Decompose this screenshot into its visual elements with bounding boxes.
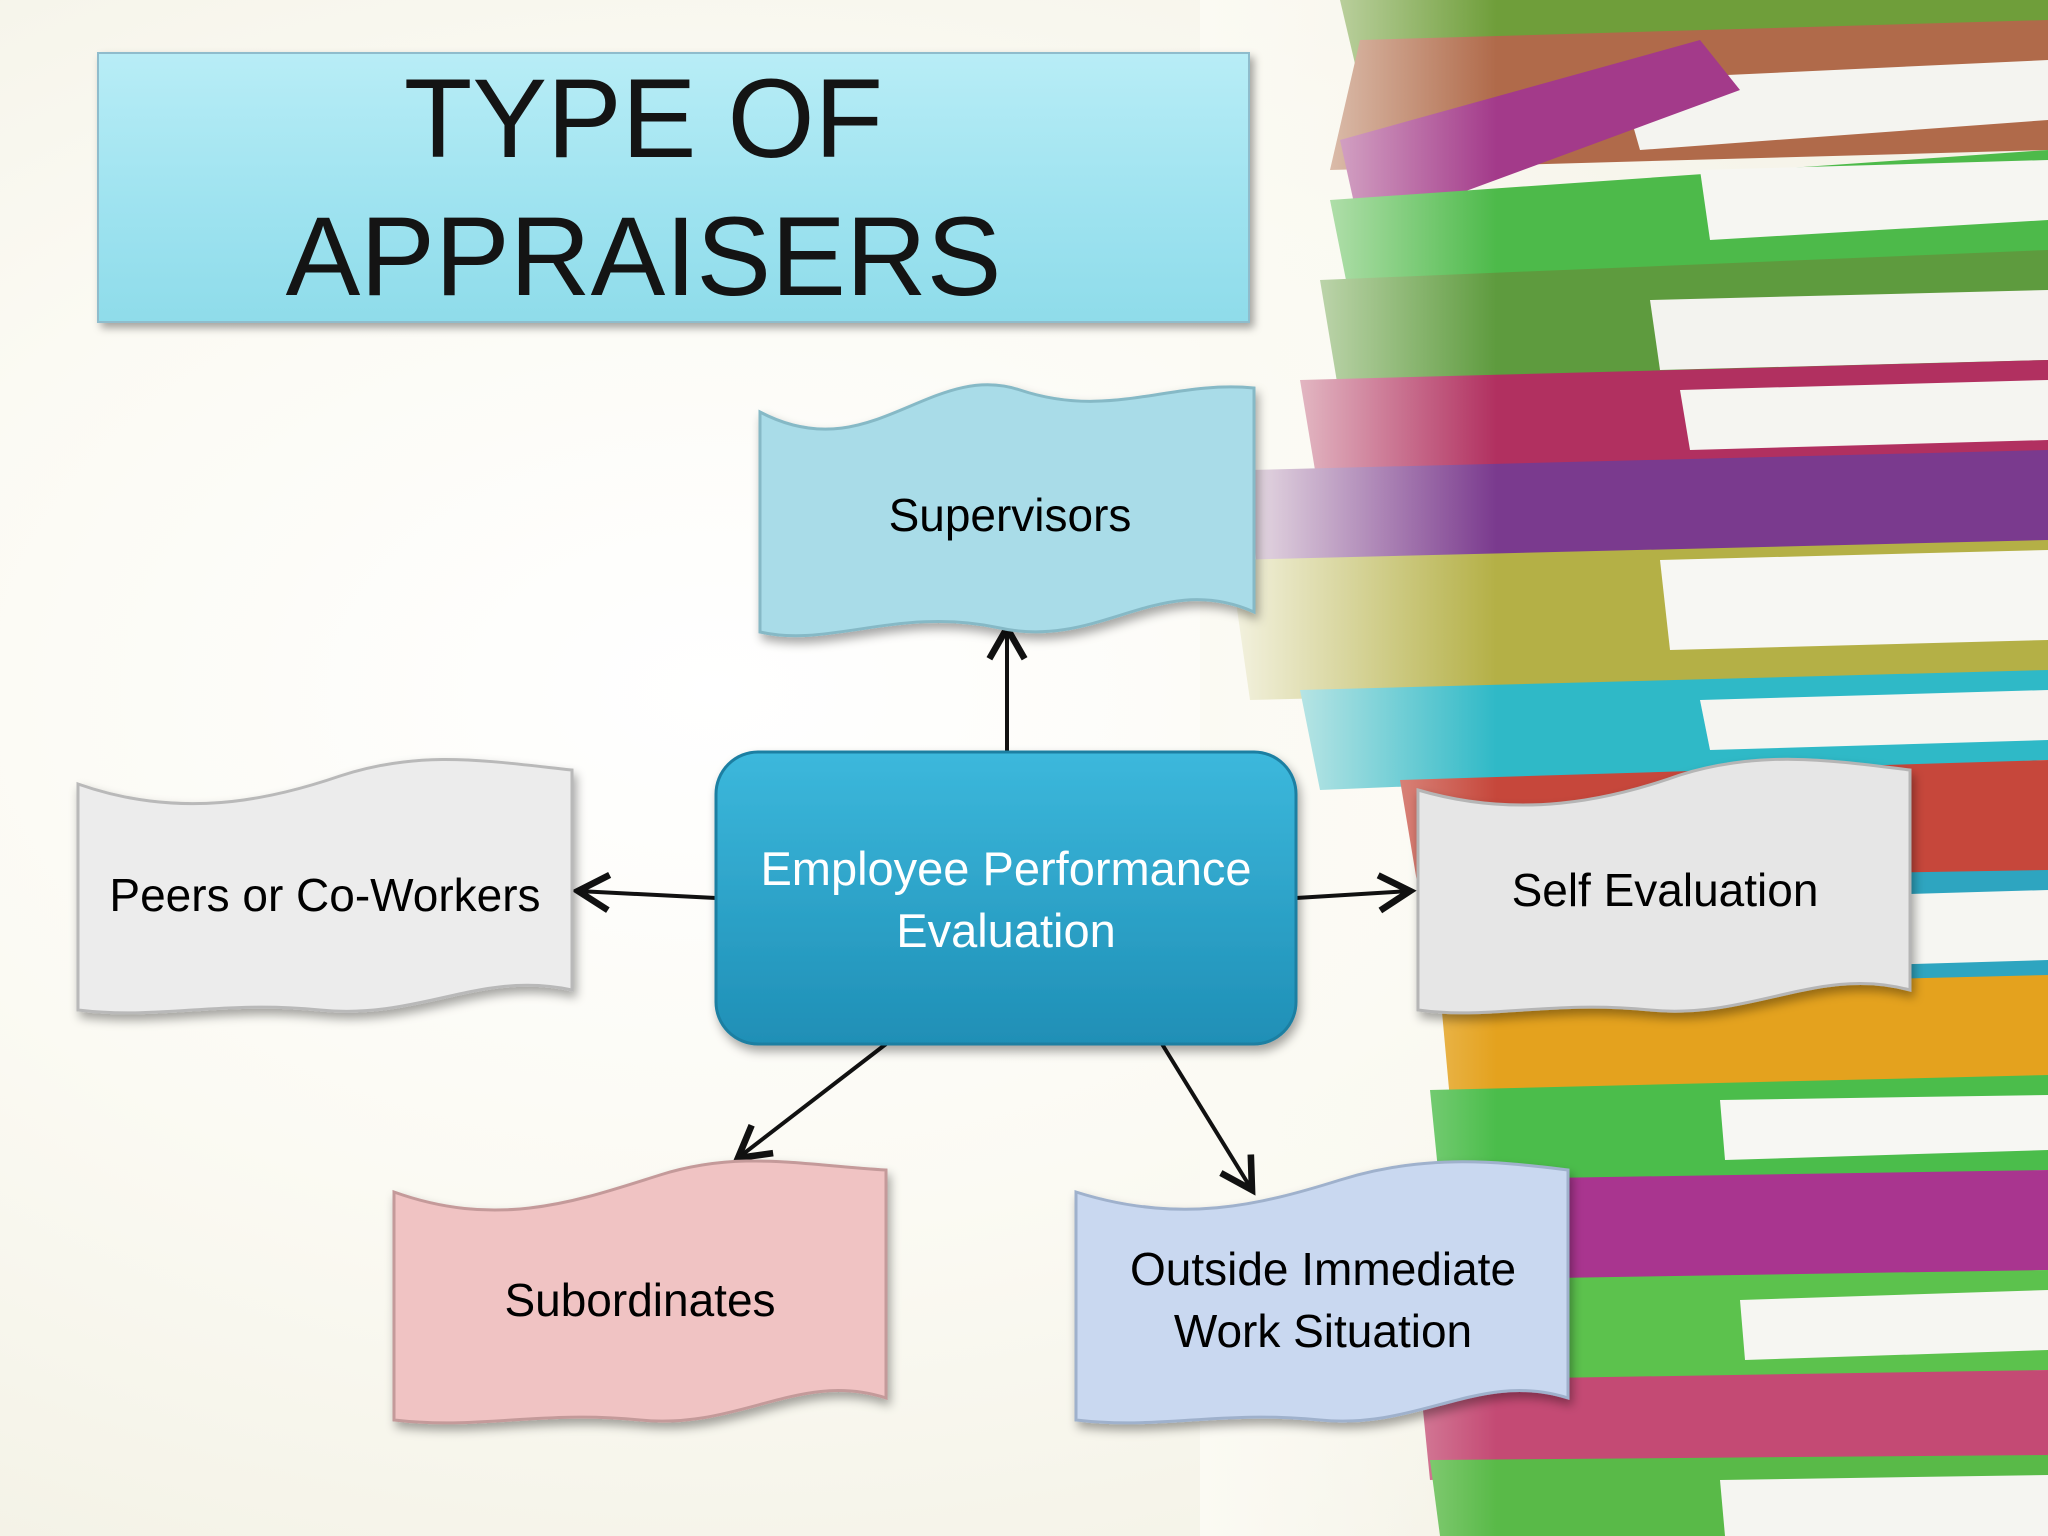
outside-immediate-shape bbox=[1074, 1160, 1570, 1425]
slide-title: TYPE OF APPRAISERS bbox=[285, 55, 1002, 319]
arrow-to-self bbox=[1295, 872, 1417, 914]
supervisors-label: Supervisors bbox=[888, 489, 1132, 541]
peers-label: Peers or Co-Workers bbox=[109, 869, 541, 921]
subordinates-label: Subordinates bbox=[504, 1274, 776, 1326]
arrow-to-peers bbox=[571, 872, 717, 913]
center-node-label: Employee Performance Evaluation bbox=[760, 842, 1252, 957]
outside-immediate-label: Outside Immediate Work Situation bbox=[1129, 1243, 1517, 1357]
self-evaluation-shape bbox=[1416, 757, 1912, 1015]
title-banner: TYPE OF APPRAISERS bbox=[97, 52, 1250, 323]
self-evaluation-label: Self Evaluation bbox=[1511, 864, 1819, 916]
subordinates-shape bbox=[392, 1159, 888, 1425]
peers-shape bbox=[76, 758, 574, 1015]
supervisors-shape bbox=[758, 383, 1256, 638]
arrow-to-subordinates bbox=[732, 1042, 888, 1163]
center-node-shape bbox=[714, 750, 1298, 1046]
arrow-to-outside bbox=[1160, 1042, 1256, 1196]
